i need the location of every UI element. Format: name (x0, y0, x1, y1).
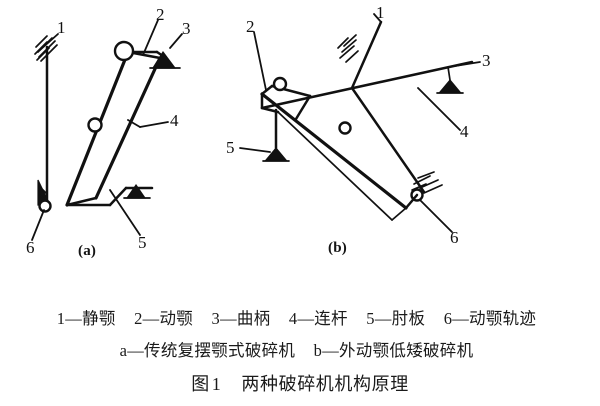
legend-item-4: 4—连杆 (288, 309, 348, 328)
a-leader-3 (169, 33, 183, 49)
a-callout-1: 1 (57, 18, 66, 37)
diagram-a-group: 1 2 3 4 5 6 (26, 5, 191, 257)
legend-item-3: 3—曲柄 (211, 309, 271, 328)
a-leader-4b (139, 121, 169, 128)
a-ground-pivot-top-right (149, 50, 181, 69)
b-callout-3: 3 (482, 51, 491, 70)
legend-variant-a: a—传统复摆颚式破碎机 (119, 341, 296, 360)
a-bottom-pivot-joint (38, 199, 52, 213)
legend-item-2: 2—动颚 (134, 309, 194, 328)
a-leader-1 (39, 33, 59, 51)
b-moving-jaw-top-cap (260, 84, 274, 96)
b-moving-jaw-upper-edge (260, 92, 408, 210)
sub-caption-a: (a) (78, 243, 97, 259)
b-upper-link (260, 60, 474, 110)
a-leader-2 (142, 19, 159, 56)
legend-variant-b: b—外动颚低矮破碎机 (313, 341, 474, 360)
b-leader-3 (454, 61, 481, 67)
b-moving-jaw-bottom-cap (391, 207, 407, 221)
b-leader-2 (253, 31, 267, 91)
b-moving-jaw-lower-edge (277, 111, 393, 221)
b-leader-6 (419, 199, 453, 233)
figure-title-text: 两种破碎机机构原理 (241, 374, 409, 394)
b-ground-hatch-top (337, 34, 359, 63)
a-callout-6: 6 (26, 238, 35, 257)
legend-item-5: 5—肘板 (366, 309, 426, 328)
b-callout-5: 5 (226, 138, 235, 157)
legend-item-6: 6—动颚轨迹 (443, 309, 537, 328)
legend-components: 1—静颚 2—动颚 3—曲柄 4—连杆 5—肘板 6—动颚轨迹 (0, 305, 600, 329)
a-leader-5 (109, 189, 141, 236)
legend-item-1: 1—静颚 (56, 309, 116, 328)
b-leader-5 (239, 147, 271, 153)
a-callout-2: 2 (156, 5, 165, 24)
mechanism-diagrams: 1 2 3 4 5 6 (26, 3, 491, 257)
a-leader-6 (31, 209, 45, 241)
b-leader-4 (417, 87, 461, 131)
b-ground-pivot-right (436, 66, 464, 94)
a-moving-jaw-right-edge (94, 56, 162, 200)
a-eccentric-shaft-joint (113, 40, 135, 62)
b-leader-1 (373, 13, 382, 23)
b-fixed-jaw-upper (350, 20, 383, 90)
b-crank-joint (272, 76, 288, 92)
b-fixed-jaw-member (350, 86, 426, 194)
diagram-b-group: 1 2 3 4 5 6 (226, 3, 491, 247)
b-jaw-to-trajectory-joint (404, 193, 419, 210)
b-callout-4: 4 (460, 122, 469, 141)
a-toggle-plate-riser (108, 186, 128, 207)
a-callout-5: 5 (138, 233, 147, 252)
b-mid-joint (338, 121, 352, 135)
b-ground-pivot-toggle (262, 147, 290, 162)
b-callout-2: 2 (246, 17, 255, 36)
b-jaw-head-right (294, 94, 312, 121)
a-callout-3: 3 (182, 19, 191, 38)
a-mid-joint (87, 117, 103, 133)
a-ground-pivot-toggle (123, 183, 151, 199)
figure-title-number: 1 (211, 374, 222, 394)
b-callout-1: 1 (376, 3, 385, 22)
b-callout-6: 6 (450, 228, 459, 247)
a-leader-4a (127, 119, 141, 128)
legend-variants: a—传统复摆颚式破碎机 b—外动颚低矮破碎机 (0, 337, 600, 361)
sub-caption-b: (b) (328, 240, 347, 256)
figure-title-prefix: 图 (191, 374, 210, 394)
a-callout-4: 4 (170, 111, 179, 130)
